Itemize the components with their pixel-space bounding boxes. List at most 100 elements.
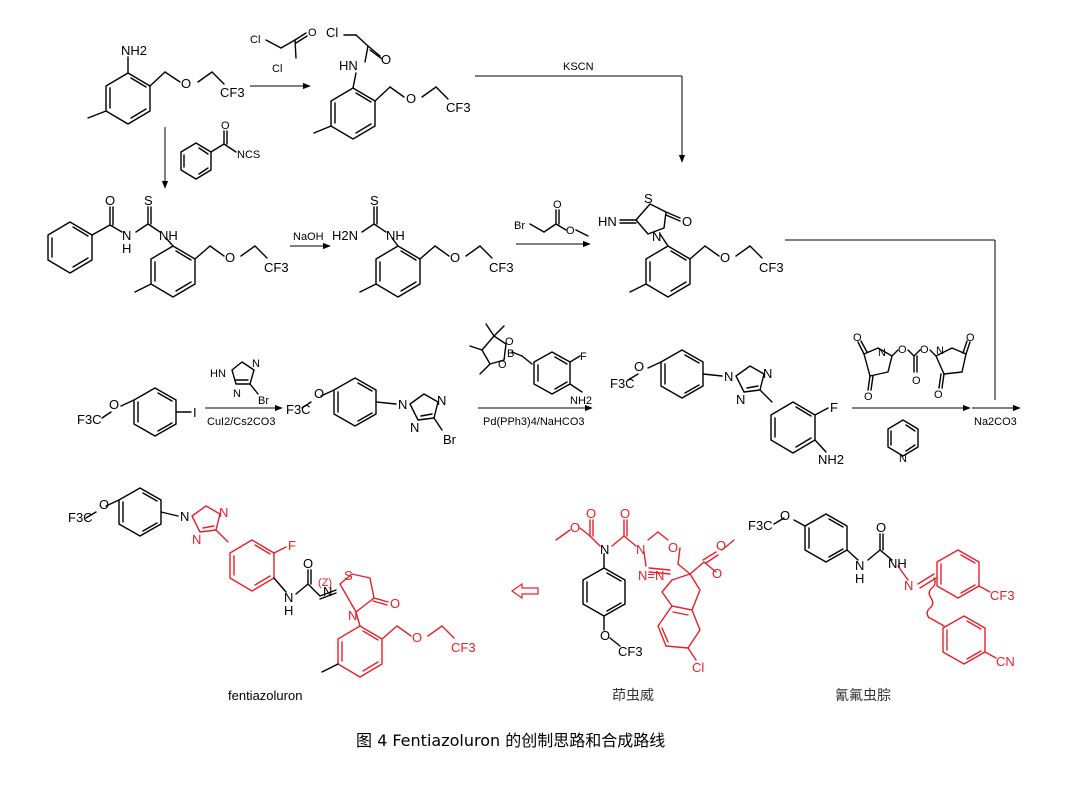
compound-indoxacarb: O O N O N O N=N O O O CF3 Cl	[555, 506, 735, 675]
atom-br: Br	[514, 220, 525, 232]
atom-o: O	[600, 628, 610, 643]
atom-cf3: CF3	[264, 260, 289, 275]
atom-f3c: F3C	[748, 518, 773, 533]
atom-o: O	[566, 225, 575, 237]
atom-o: O	[225, 250, 235, 265]
atom-f3c: F3C	[77, 412, 102, 427]
atom-nh2: NH2	[818, 452, 844, 467]
atom-o: O	[898, 344, 907, 356]
atom-o: O	[553, 199, 562, 211]
atom-cl: Cl	[250, 34, 260, 46]
atom-hn: HN	[339, 58, 358, 73]
atom-o: O	[634, 359, 644, 374]
atom-cf3: CF3	[618, 644, 643, 659]
atom-i: I	[193, 405, 197, 420]
compound-iminothiazolidinone: S O HN N O CF3	[598, 191, 784, 298]
compound-aryl-bromotriazole: F3C O N N N Br	[286, 377, 457, 447]
reagent-pyridine: N	[887, 419, 919, 465]
atom-o: O	[450, 250, 460, 265]
atom-n: N	[899, 453, 907, 465]
atom-n: N	[652, 229, 661, 244]
atom-f3c: F3C	[68, 510, 93, 525]
hollow-arrow-icon	[510, 582, 539, 600]
reagent-disuccinimidyl-carbonate: O N O O N O O O O	[853, 332, 975, 403]
label-fentiazoluron: fentiazoluron	[228, 688, 302, 703]
atom-n: N	[600, 542, 609, 557]
reagent-methyl-bromoacetate: Br O O	[514, 199, 589, 237]
atom-h: H	[122, 241, 131, 256]
atom-nh: NH	[888, 556, 907, 571]
atom-o: O	[99, 497, 109, 512]
atom-o: O	[876, 520, 886, 535]
atom-s: S	[344, 568, 353, 583]
atom-n: N	[180, 509, 189, 524]
atom-n: N	[636, 542, 645, 557]
atom-s: S	[644, 191, 653, 206]
atom-f3c: F3C	[286, 402, 311, 417]
atom-n: N	[724, 369, 733, 384]
atom-n: N	[122, 228, 131, 243]
atom-n: N	[936, 345, 944, 357]
atom-o: O	[853, 332, 862, 344]
atom-n: N	[904, 578, 913, 593]
atom-n: N	[855, 558, 864, 573]
atom-h: H	[855, 571, 864, 586]
atom-f3c: F3C	[610, 376, 635, 391]
compound-aminophenyl-triazole: F3C O N N N F NH2	[610, 349, 844, 467]
atom-br: Br	[443, 432, 457, 447]
compound-aniline-start: NH2 O CF3	[87, 43, 245, 125]
atom-nh2: NH2	[570, 395, 592, 407]
atom-o: O	[381, 52, 391, 67]
atom-nh: NH	[386, 228, 405, 243]
atom-o: O	[181, 76, 191, 91]
atom-o: O	[716, 538, 726, 553]
atom-nh: NH	[159, 228, 178, 243]
atom-cl: Cl	[326, 25, 338, 40]
compound-benzoyl-thiourea: O S N H NH O CF3	[47, 193, 289, 298]
atom-ncs: NCS	[237, 149, 260, 161]
atom-nh2: NH2	[121, 43, 147, 58]
atom-cf3: CF3	[451, 640, 476, 655]
reagent-aminofluorophenyl-boronate: O B O F NH2	[469, 323, 592, 407]
atom-s: S	[144, 193, 153, 208]
reagent-bromotriazole: HN N N Br	[210, 358, 269, 407]
atom-o: O	[109, 397, 119, 412]
reagent-benzoyl-isothiocyanate: O NCS	[180, 120, 260, 180]
atom-o: O	[314, 386, 324, 401]
figure-caption: 图 4 Fentiazoluron 的创制思路和合成路线	[356, 731, 665, 750]
label-indoxacarb: 茚虫威	[612, 688, 654, 704]
atom-br: Br	[258, 395, 269, 407]
compound-chloroacetamide: Cl O HN O CF3	[313, 25, 471, 140]
atom-cf3: CF3	[446, 100, 471, 115]
atom-n: N	[878, 347, 886, 359]
atom-o: O	[966, 332, 975, 344]
atom-n: N	[736, 392, 745, 407]
atom-o: O	[864, 391, 873, 403]
atom-h: H	[284, 603, 293, 618]
atom-cl: Cl	[272, 63, 282, 75]
atom-n: N	[437, 393, 446, 408]
atom-o: O	[390, 596, 400, 611]
atom-f: F	[830, 400, 838, 415]
atom-cf3: CF3	[220, 85, 245, 100]
reagent-kscn: KSCN	[563, 61, 594, 73]
reagent-naoh: NaOH	[293, 231, 324, 243]
compound-aryl-thiourea: S H2N NH O CF3	[332, 193, 514, 298]
atom-o: O	[570, 520, 580, 535]
atom-o: O	[668, 540, 678, 555]
atom-o: O	[934, 389, 943, 401]
atom-o: O	[920, 344, 929, 356]
atom-n: N	[410, 420, 419, 435]
atom-o: O	[412, 630, 422, 645]
label-metaflumizone: 氰氟虫腙	[835, 688, 891, 704]
atom-n: N	[348, 608, 357, 623]
atom-cn: CN	[996, 654, 1015, 669]
atom-o: O	[912, 375, 921, 387]
atom-cf3: CF3	[990, 588, 1015, 603]
atom-n: N	[219, 505, 228, 520]
atom-b: B	[507, 348, 514, 360]
atom-o: O	[780, 508, 790, 523]
atom-cf3: CF3	[489, 260, 514, 275]
atom-o: O	[682, 214, 692, 229]
atom-n: N	[284, 590, 293, 605]
